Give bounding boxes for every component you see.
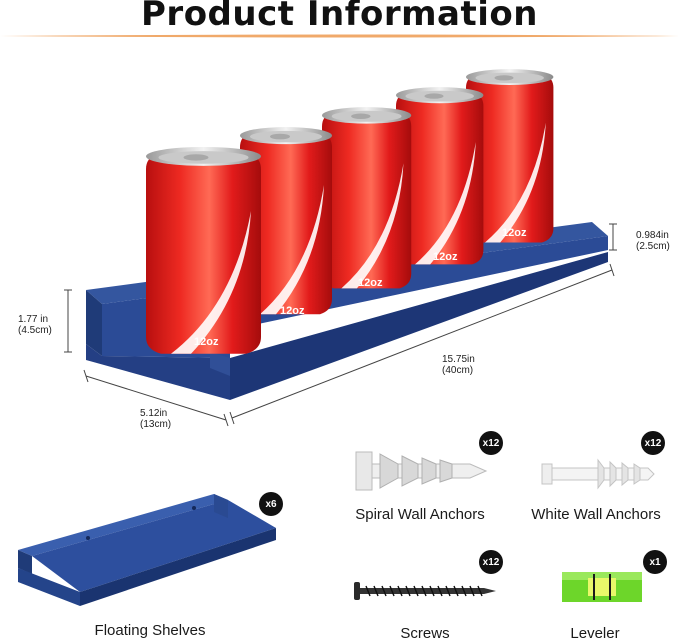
screws-qty-badge: x12 [479, 550, 503, 574]
white-anchors-label: White Wall Anchors [531, 506, 661, 523]
page-title: Product Information [141, 0, 538, 34]
lip-dimension-label: 0.984in (2.5cm) [636, 230, 670, 252]
floating-shelves-label: Floating Shelves [94, 622, 206, 639]
screws-label: Screws [400, 625, 450, 642]
length-dimension-label: 15.75in (40cm) [442, 354, 475, 376]
depth-dimension-label: 5.12in (13cm) [140, 408, 171, 430]
title-underline [0, 34, 679, 38]
height-dimension-label: 1.77 in (4.5cm) [18, 314, 52, 336]
can-size-label: 12oz [433, 251, 458, 263]
depth-cm: (13cm) [140, 419, 172, 430]
can-size-label: 12oz [280, 305, 305, 317]
height-cm: (4.5cm) [18, 325, 52, 336]
spirit-level-icon [562, 572, 642, 602]
floating-shelf-icon [18, 494, 276, 606]
spiral-anchors-label: Spiral Wall Anchors [355, 506, 485, 523]
can-size-label: 12oz [358, 277, 383, 289]
leveler-label: Leveler [570, 625, 620, 642]
leveler-qty-badge: x1 [643, 550, 667, 574]
depth-inches: 5.12in [140, 408, 168, 419]
lip-inches: 0.984in [636, 230, 669, 241]
lip-cm: (2.5cm) [636, 241, 670, 252]
spiral-anchor-icon [355, 451, 488, 491]
plastic-anchor-icon [541, 458, 655, 490]
floating-shelves-qty-badge: x6 [259, 492, 283, 516]
can-size-label: 12oz [502, 227, 527, 239]
length-cm: (40cm) [442, 365, 474, 376]
screw-icon [354, 582, 496, 600]
length-inches: 15.75in [442, 354, 475, 365]
can-size-label: 12oz [194, 336, 219, 348]
height-inches: 1.77 in [18, 314, 49, 325]
white-anchors-qty-badge: x12 [641, 431, 665, 455]
spiral-anchors-qty-badge: x12 [479, 431, 503, 455]
